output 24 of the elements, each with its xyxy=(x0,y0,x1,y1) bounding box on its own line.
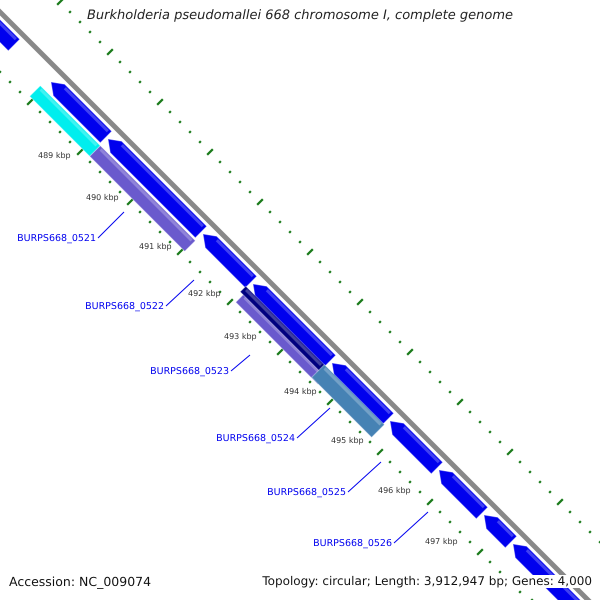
gene-label: BURPS668_0524 xyxy=(216,434,295,444)
map-title: Burkholderia pseudomallei 668 chromosome I, complete genome xyxy=(86,9,514,24)
topology-note: Topology: circular; Length: 3,912,947 bp; Genes: 4,000 xyxy=(262,575,592,588)
leader-line xyxy=(296,408,330,438)
scale-label: 490 kbp xyxy=(86,194,119,203)
gene-label: BURPS668_0525 xyxy=(267,488,346,498)
scale-label: 492 kbp xyxy=(188,290,221,299)
scale-label: 493 kbp xyxy=(224,333,257,342)
gene-label: BURPS668_0523 xyxy=(150,367,229,378)
leader-line xyxy=(394,512,428,544)
leader-line xyxy=(348,462,382,492)
gene-label: BURPS668_0522 xyxy=(85,302,164,312)
scale-label: 494 kbp xyxy=(284,388,317,397)
scale-label: 496 kbp xyxy=(378,487,411,496)
gene-label: BURPS668_0526 xyxy=(313,539,392,550)
scale-label: 491 kbp xyxy=(139,243,172,252)
scale-label: 489 kbp xyxy=(38,152,71,161)
scale-label: 497 kbp xyxy=(425,538,458,547)
leader-line xyxy=(166,280,194,306)
leader-line xyxy=(98,212,124,238)
scale-label: 495 kbp xyxy=(331,437,364,446)
leader-line xyxy=(230,354,250,372)
accession-note: Accession: NC_009074 xyxy=(9,575,152,589)
gene-label: BURPS668_0521 xyxy=(17,234,96,244)
